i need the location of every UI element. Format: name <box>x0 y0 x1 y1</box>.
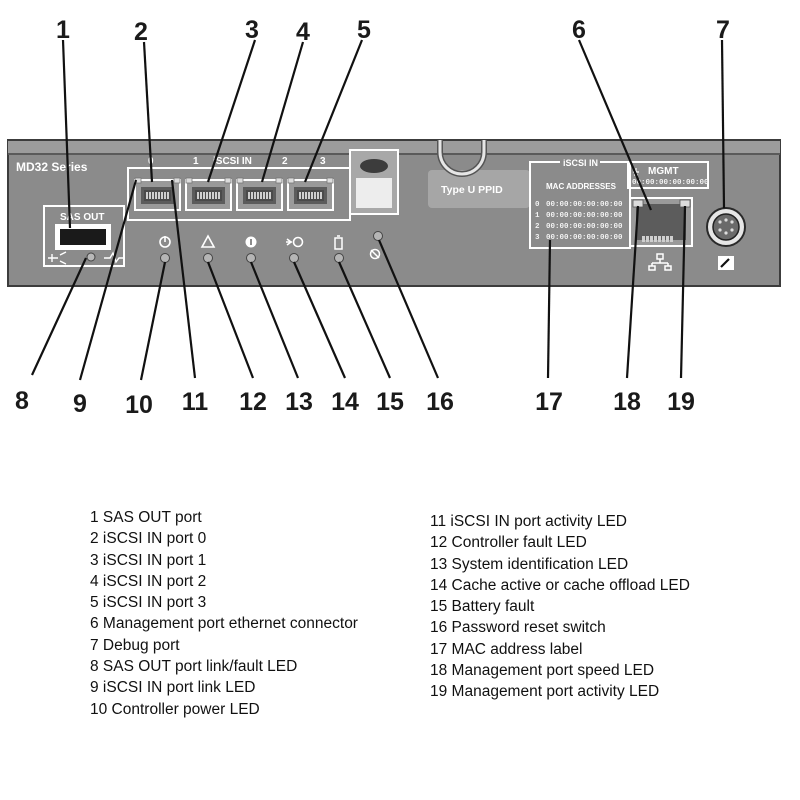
legend-item: 17 MAC address label <box>430 640 583 658</box>
legend-item: 8 SAS OUT port link/fault LED <box>90 658 298 676</box>
callout-12: 12 <box>239 388 267 416</box>
callout-5: 5 <box>357 16 371 44</box>
legend-item: 1 SAS OUT port <box>90 509 202 526</box>
mgmt-mac: 00:00:00:00:00:00 <box>632 179 709 187</box>
controller-diagram: MD32 Series SAS OUT 0 1 iSCSI IN 2 3 <box>7 16 781 419</box>
network-symbol-icon <box>648 253 672 271</box>
mac-row-2-index: 2 <box>535 223 540 231</box>
status-led-row <box>159 231 383 263</box>
callout-numbers: 1 2 3 4 5 6 7 8 9 10 11 12 13 14 15 16 1… <box>15 16 730 419</box>
warning-icon <box>200 234 216 248</box>
legend-item: 7 Debug port <box>90 636 180 654</box>
cache-active-led <box>289 253 299 263</box>
series-label: MD32 Series <box>16 160 88 174</box>
cache-icon <box>286 236 304 248</box>
mac-row-0-index: 0 <box>535 201 540 209</box>
mac-row-3-address: 00:00:00:00:00:00 <box>546 234 623 242</box>
power-icon <box>159 236 171 248</box>
legend-item: 15 Battery fault <box>430 598 535 616</box>
iscsi-in-port-3[interactable] <box>287 177 334 211</box>
system-identification-led <box>246 253 256 263</box>
port-number-1: 1 <box>193 156 199 167</box>
callout-6: 6 <box>572 16 586 44</box>
battery-fault-led <box>334 253 344 263</box>
legend-item: 14 Cache active or cache offload LED <box>430 576 690 594</box>
controller-fault-led <box>203 253 213 263</box>
callout-14: 14 <box>331 388 359 416</box>
legend-item: 3 iSCSI IN port 1 <box>90 551 207 569</box>
callout-15: 15 <box>376 388 404 416</box>
ppid-text: Type U PPID <box>441 184 503 196</box>
callout-9: 9 <box>73 390 87 418</box>
callout-13: 13 <box>285 388 313 416</box>
identify-icon <box>245 236 257 248</box>
mac-row-0-address: 00:00:00:00:00:00 <box>546 201 623 209</box>
legend-right-column: 11 iSCSI IN port activity LED 12 Control… <box>430 511 690 703</box>
callout-3: 3 <box>245 16 259 44</box>
callout-4: 4 <box>296 18 310 46</box>
legend-item: 4 iSCSI IN port 2 <box>90 572 207 590</box>
legend-item: 2 iSCSI IN port 0 <box>90 530 207 548</box>
callout-18: 18 <box>613 388 641 416</box>
mac-title: iSCSI IN <box>563 158 598 168</box>
callout-10: 10 <box>125 391 153 419</box>
callout-16: 16 <box>426 388 454 416</box>
legend-item: 11 iSCSI IN port activity LED <box>430 513 627 530</box>
legend-item: 18 Management port speed LED <box>430 662 655 680</box>
controller-power-led <box>160 253 170 263</box>
mgmt-label: MGMT <box>648 166 679 177</box>
sas-out-label: SAS OUT <box>60 212 104 223</box>
mac-row-2-address: 00:00:00:00:00:00 <box>546 223 623 231</box>
port-number-3: 3 <box>320 156 326 167</box>
port-number-2: 2 <box>282 156 288 167</box>
leader-lines <box>31 39 726 381</box>
callout-1: 1 <box>56 16 70 44</box>
legend-item: 6 Management port ethernet connector <box>90 615 358 633</box>
callout-11: 11 <box>182 388 209 416</box>
callout-19: 19 <box>667 388 695 416</box>
reset-icon <box>369 248 381 260</box>
callout-17: 17 <box>535 388 563 416</box>
mac-row-3-index: 3 <box>535 234 540 242</box>
callout-7: 7 <box>716 16 730 44</box>
legend-item: 5 iSCSI IN port 3 <box>90 594 207 612</box>
password-reset-switch[interactable] <box>373 231 383 241</box>
debug-port[interactable] <box>706 207 746 270</box>
legend-item: 16 Password reset switch <box>430 619 606 637</box>
mac-row-1-index: 1 <box>535 212 540 220</box>
legend-left-column: 1 SAS OUT port 2 iSCSI IN port 0 3 iSCSI… <box>90 507 358 720</box>
callout-2: 2 <box>134 18 148 46</box>
legend-item: 9 iSCSI IN port link LED <box>90 679 256 697</box>
legend-item: 13 System identification LED <box>430 555 629 573</box>
mgmt-activity-led <box>679 199 691 208</box>
legend-item: 19 Management port activity LED <box>430 683 660 701</box>
management-port[interactable]: MGMT 00:00:00:00:00:00 <box>627 161 709 271</box>
mgmt-speed-led <box>632 199 644 208</box>
password-reset-cover[interactable] <box>349 149 399 215</box>
iscsi-in-label: iSCSI IN <box>213 156 252 167</box>
mac-address-label: iSCSI IN MAC ADDRESSES 0 00:00:00:00:00:… <box>529 157 631 249</box>
mac-subtitle: MAC ADDRESSES <box>546 182 617 191</box>
legend-item: 12 Controller fault LED <box>430 534 587 552</box>
ppid-label: Type U PPID <box>428 140 530 208</box>
sas-out-led <box>86 252 96 262</box>
iscsi-in-port-1[interactable] <box>185 177 232 211</box>
legend-item: 10 Controller power LED <box>90 700 260 718</box>
callout-8: 8 <box>15 387 29 415</box>
battery-icon <box>334 235 343 250</box>
iscsi-in-port-2[interactable] <box>236 177 283 211</box>
mac-row-1-address: 00:00:00:00:00:00 <box>546 212 623 220</box>
